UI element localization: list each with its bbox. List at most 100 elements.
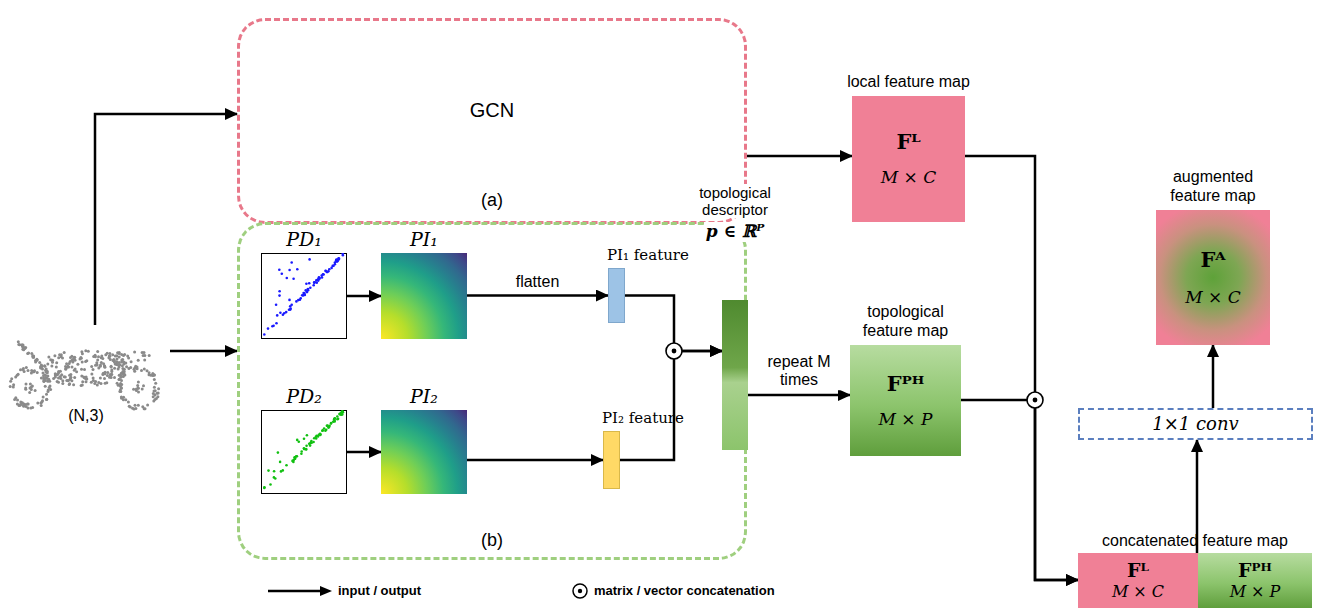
plot-point <box>300 450 303 453</box>
cloud-point <box>22 405 25 408</box>
cloud-point <box>76 363 79 366</box>
plot-point <box>310 441 313 444</box>
plot-point <box>336 260 339 263</box>
persistence-image: PI₁ <box>381 253 467 339</box>
cloud-point <box>81 352 84 355</box>
persistence-image: PI₂ <box>381 410 467 494</box>
cloud-point <box>148 371 151 374</box>
plot-point <box>332 264 335 267</box>
node-body: 1×1 conv <box>1080 410 1311 438</box>
node-label: PI₁ <box>410 229 438 251</box>
node-text: Fᴾᴴ <box>1238 560 1272 582</box>
cloud-point <box>52 377 55 380</box>
plot-point <box>333 419 336 422</box>
plot-frame <box>261 410 347 494</box>
cloud-point <box>61 379 64 382</box>
cloud-point <box>68 378 71 381</box>
cloud-point <box>93 382 96 385</box>
plot-axes <box>262 254 347 339</box>
node-heading: PD₂ <box>264 386 344 408</box>
cloud-point <box>36 402 39 405</box>
node-heading: PI₂ feature <box>602 410 722 427</box>
plot-point <box>294 457 297 460</box>
cloud-point <box>140 369 143 372</box>
cloud-point <box>153 378 156 381</box>
gcn-module: GCN(a) <box>237 18 747 224</box>
legend-concat-sample <box>573 584 587 598</box>
plot-point <box>313 281 316 284</box>
cloud-point <box>157 392 160 395</box>
node-label: PI₁ feature <box>607 247 689 264</box>
plot-point <box>278 294 281 297</box>
cloud-point <box>9 385 12 388</box>
cloud-point <box>128 405 131 408</box>
cloud-point <box>96 359 99 362</box>
cloud-point <box>84 349 87 352</box>
cloud-point <box>118 351 121 354</box>
connector-arrow <box>620 351 722 460</box>
cloud-point <box>69 356 72 359</box>
cloud-point <box>30 352 33 355</box>
legend-text: matrix / vector concatenation <box>594 583 775 598</box>
cloud-point <box>80 368 83 371</box>
cloud-point <box>73 376 76 379</box>
cloud-point <box>157 387 160 390</box>
plot-point <box>263 487 266 490</box>
cloud-point <box>69 360 72 363</box>
plot-point <box>310 442 313 445</box>
cloud-point <box>40 404 43 407</box>
plot-point <box>315 435 318 438</box>
cloud-point <box>130 360 133 363</box>
cloud-point <box>99 377 102 380</box>
plot-point <box>321 276 324 279</box>
cloud-point <box>46 362 49 365</box>
plot-point <box>328 425 331 428</box>
cloud-point <box>90 381 93 384</box>
cloud-point <box>81 360 84 363</box>
node-text: Fᴸ <box>1127 560 1149 582</box>
plot-point <box>328 268 331 271</box>
cloud-point <box>121 364 124 367</box>
plot-point <box>330 422 333 425</box>
cloud-point <box>68 382 71 385</box>
node-text: Fᴬ <box>1200 248 1225 272</box>
cloud-point <box>94 364 97 367</box>
cloud-point <box>141 388 144 391</box>
cloud-point <box>123 373 126 376</box>
cloud-point <box>36 371 39 374</box>
cloud-point <box>33 369 36 372</box>
connector-arrow <box>347 295 381 298</box>
cloud-point <box>50 365 53 368</box>
cloud-point <box>26 352 29 355</box>
plot-point <box>321 429 324 432</box>
cloud-point <box>153 390 156 393</box>
cloud-point <box>19 404 22 407</box>
plot-point <box>326 271 329 274</box>
cloud-point <box>132 388 135 391</box>
legend-arrow-sample <box>268 586 332 596</box>
node-body: FᴾᴴM × P <box>850 345 961 456</box>
plot-frame <box>261 253 347 339</box>
cloud-point <box>99 365 102 368</box>
cloud-point <box>81 384 84 387</box>
cloud-point <box>111 353 114 356</box>
plot-point <box>305 282 308 285</box>
cloud-point <box>133 368 136 371</box>
plot-point <box>326 271 329 274</box>
cloud-point <box>29 383 32 386</box>
plot-point <box>319 432 322 435</box>
cloud-point <box>123 368 126 371</box>
plot-point <box>323 427 326 430</box>
cloud-point <box>34 389 37 392</box>
cloud-point <box>103 377 106 380</box>
plot-point <box>278 269 281 272</box>
ph-module: (b)PD₁PI₁PI₁ featurePD₂PI₂PI₂ feature <box>237 222 747 560</box>
cloud-point <box>143 367 146 370</box>
plot-point <box>279 312 282 315</box>
connector-arrow <box>965 156 1078 580</box>
cloud-point <box>40 365 43 368</box>
feature-map-part: FᴸM × C <box>1078 553 1198 608</box>
